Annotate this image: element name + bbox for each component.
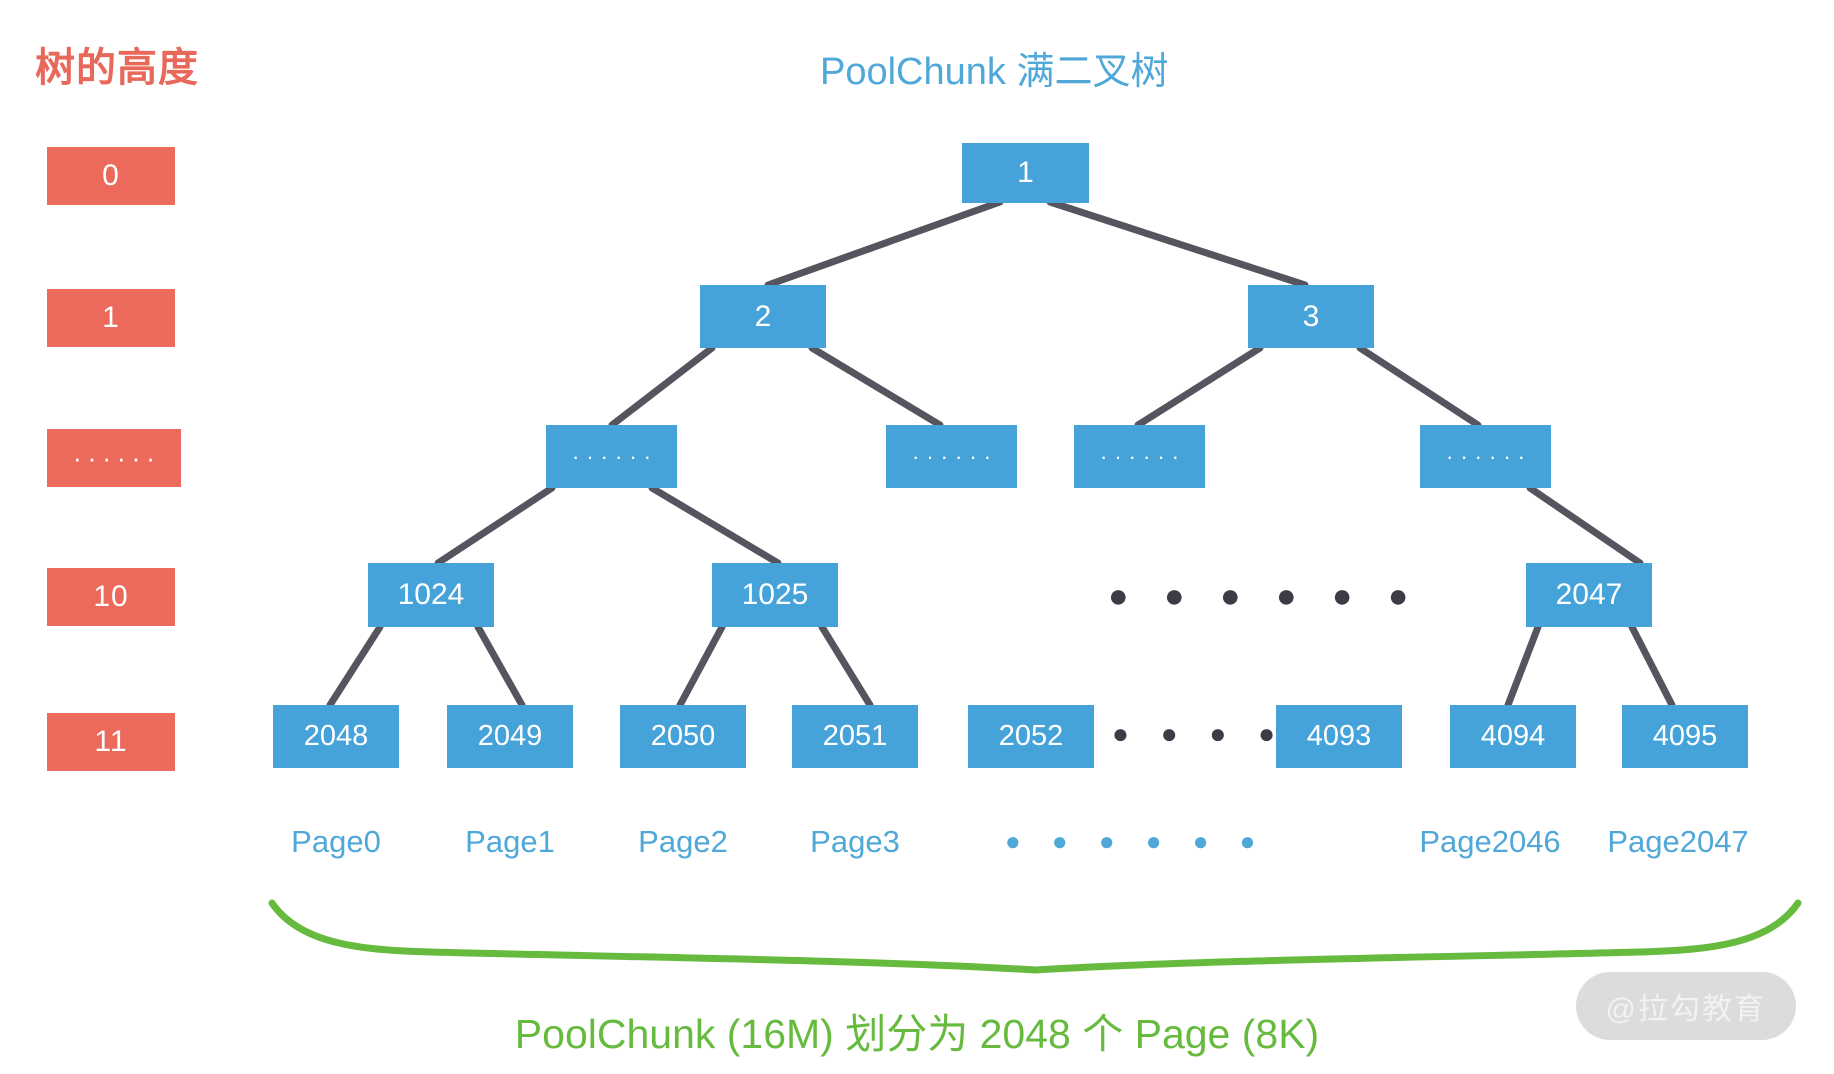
tree-node-dots-2[interactable]: ······ [886, 425, 1017, 488]
level-box-10: 10 [47, 568, 175, 626]
page-label-0: Page0 [291, 824, 381, 859]
tree-node-1[interactable]: 1 [962, 143, 1089, 203]
tree-node-dots-1[interactable]: ······ [546, 425, 677, 488]
level-box-0: 0 [47, 147, 175, 205]
tree-node-4093[interactable]: 4093 [1276, 705, 1402, 768]
page-title: PoolChunk 满二叉树 [820, 51, 1169, 93]
tree-node-2[interactable]: 2 [700, 285, 826, 348]
page-label-3: Page3 [810, 824, 900, 859]
tree-node-1024[interactable]: 1024 [368, 563, 494, 627]
tree-node-3[interactable]: 3 [1248, 285, 1374, 348]
page-labels-ellipsis: ● ● ● ● ● ● [1005, 826, 1268, 856]
tree-node-2051[interactable]: 2051 [792, 705, 918, 768]
level-box-1: 1 [47, 289, 175, 347]
tree-height-title: 树的高度 [35, 46, 199, 90]
tree-node-dots-3[interactable]: ······ [1074, 425, 1205, 488]
tree-node-2052[interactable]: 2052 [968, 705, 1094, 768]
tree-node-4095[interactable]: 4095 [1622, 705, 1748, 768]
level-box-11: 11 [47, 713, 175, 771]
tree-node-2048[interactable]: 2048 [273, 705, 399, 768]
page-label-2046: Page2046 [1419, 824, 1561, 859]
level-box-dots: ······ [47, 429, 181, 487]
diagram-caption: PoolChunk (16M) 划分为 2048 个 Page (8K) [514, 1011, 1320, 1057]
tree-row3-ellipsis: ● ● ● ● ● ● [1108, 577, 1422, 615]
page-label-2047: Page2047 [1607, 824, 1749, 859]
tree-node-dots-4[interactable]: ······ [1420, 425, 1551, 488]
tree-node-2049[interactable]: 2049 [447, 705, 573, 768]
page-label-1: Page1 [465, 824, 555, 859]
tree-node-2047[interactable]: 2047 [1526, 563, 1652, 627]
tree-node-1025[interactable]: 1025 [712, 563, 838, 627]
watermark-badge: @拉勾教育 [1575, 972, 1796, 1040]
page-label-2: Page2 [638, 824, 728, 859]
tree-node-4094[interactable]: 4094 [1450, 705, 1576, 768]
tree-node-2050[interactable]: 2050 [620, 705, 746, 768]
